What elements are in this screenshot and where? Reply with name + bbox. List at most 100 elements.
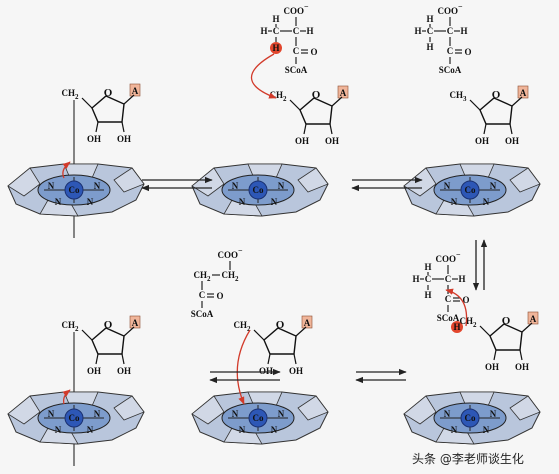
adenine-bond bbox=[521, 322, 533, 333]
ribose-ring bbox=[489, 323, 523, 351]
adenine-box bbox=[517, 85, 529, 99]
carbon-label: C bbox=[445, 274, 452, 284]
hydrogen-label: H bbox=[458, 274, 465, 284]
nitrogen-label: N bbox=[271, 425, 278, 435]
nitrogen-label: N bbox=[94, 181, 101, 191]
hydroxyl-label: OH bbox=[117, 134, 131, 144]
ring-oxygen-label: O bbox=[312, 89, 321, 101]
scoa-label: SCoA bbox=[437, 313, 460, 323]
equilibrium-arrows-vertical bbox=[472, 239, 488, 291]
oh-bond bbox=[95, 353, 99, 365]
adenine-box bbox=[129, 315, 141, 329]
cobalt-label: Co bbox=[253, 185, 264, 195]
cobalt-label: Co bbox=[253, 413, 264, 423]
hydrogen-label: H bbox=[424, 290, 431, 300]
nitrogen-label: N bbox=[451, 197, 458, 207]
scoa-label: SCoA bbox=[285, 65, 308, 75]
adenine-label: A bbox=[530, 314, 537, 324]
nitrogen-label: N bbox=[232, 181, 239, 191]
hydrogen-label: H bbox=[414, 26, 421, 36]
nitrogen-label: N bbox=[48, 181, 55, 191]
carbon-label: C bbox=[273, 26, 280, 36]
equilibrium-arrows-3 bbox=[209, 368, 281, 384]
ring-oxygen-label: O bbox=[492, 89, 501, 101]
oh-bond bbox=[329, 123, 333, 135]
pyrrole-facet bbox=[403, 395, 437, 425]
adenine-box bbox=[527, 311, 539, 325]
oh-bond bbox=[121, 353, 125, 365]
equilibrium-arrows-2 bbox=[351, 176, 423, 192]
oh-bond bbox=[121, 121, 125, 133]
pyrrole-facet bbox=[297, 167, 329, 193]
carboxylate-label: COO− bbox=[437, 2, 463, 16]
ring-oxygen-label: O bbox=[276, 319, 285, 331]
adenine-label: A bbox=[304, 318, 311, 328]
oh-bond bbox=[303, 123, 307, 135]
hydrogen-label: H bbox=[460, 26, 467, 36]
methylene-label: CH2 bbox=[194, 270, 212, 283]
hydroxyl-label: OH bbox=[505, 136, 519, 146]
pyrrole-facet bbox=[509, 395, 541, 421]
carbonyl-oxygen-label: O bbox=[462, 295, 469, 305]
ring-oxygen-label: O bbox=[502, 315, 511, 327]
nitrogen-label: N bbox=[483, 197, 490, 207]
carbon-label: C bbox=[199, 290, 206, 300]
hydroxyl-label: OH bbox=[485, 362, 499, 372]
methylene-label: CH3 bbox=[450, 90, 468, 103]
carbon-label: C bbox=[427, 26, 434, 36]
cobalt-atom bbox=[248, 408, 268, 428]
nitrogen-label: N bbox=[55, 197, 62, 207]
adenine-box bbox=[301, 315, 313, 329]
equilibrium-arrows-4 bbox=[355, 368, 407, 384]
carbonyl-oxygen-label: O bbox=[310, 47, 317, 57]
nitrogen-label: N bbox=[444, 409, 451, 419]
nitrogen-label: N bbox=[451, 425, 458, 435]
nitrogen-label: N bbox=[490, 181, 497, 191]
ch2-bond bbox=[81, 329, 93, 341]
nitrogen-label: N bbox=[278, 409, 285, 419]
hydrogen-label: H bbox=[453, 322, 460, 332]
abstracted-hydrogen bbox=[270, 42, 282, 54]
pyrrole-facet bbox=[191, 395, 225, 425]
ribose-ring bbox=[91, 327, 125, 355]
ch2-bond bbox=[289, 99, 301, 111]
oh-bond bbox=[293, 353, 297, 365]
ch2-bond bbox=[81, 97, 93, 109]
cobalt-label: Co bbox=[69, 185, 80, 195]
adenine-label: A bbox=[132, 86, 139, 96]
red-arrow-homolysis bbox=[62, 161, 71, 179]
scoa-label: SCoA bbox=[439, 65, 462, 75]
nitrogen-label: N bbox=[55, 425, 62, 435]
oh-bond bbox=[493, 349, 497, 361]
red-arrow-h-return bbox=[445, 288, 468, 327]
cobalt-atom bbox=[64, 180, 84, 200]
pyrrole-facet bbox=[7, 395, 41, 425]
nitrogen-label: N bbox=[444, 181, 451, 191]
watermark: 头条 @李老师谈生化 bbox=[412, 451, 524, 466]
adenine-label: A bbox=[340, 88, 347, 98]
ribose-ring bbox=[299, 97, 333, 125]
scoa-label: SCoA bbox=[191, 309, 214, 319]
nitrogen-label: N bbox=[48, 409, 55, 419]
carbon-label: C bbox=[447, 26, 454, 36]
ribose-ring bbox=[479, 97, 513, 125]
transferred-hydrogen bbox=[451, 321, 463, 333]
hydrogen-label: H bbox=[306, 26, 313, 36]
cobalt-atom bbox=[248, 180, 268, 200]
methylene-label: CH2 bbox=[222, 270, 240, 283]
hydrogen-label: H bbox=[412, 274, 419, 284]
methylene-label: CH2 bbox=[62, 320, 80, 333]
